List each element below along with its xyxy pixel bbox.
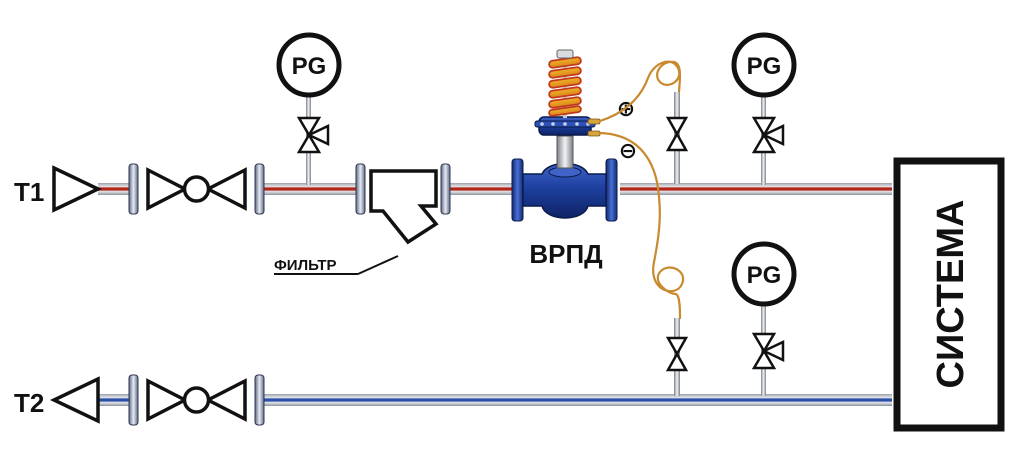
supply-label: T1 bbox=[14, 177, 44, 207]
supply-pipe-seg-1 bbox=[98, 183, 134, 195]
regulator-spring bbox=[548, 56, 582, 117]
gauge-shutoff-valve bbox=[296, 116, 330, 154]
impulse-tube-minus bbox=[598, 131, 685, 320]
system-label: СИСТЕМА bbox=[930, 200, 972, 389]
supply-ball-valve bbox=[128, 163, 265, 215]
gauge-label: PG bbox=[747, 53, 782, 80]
pressure-gauge-supply-2 bbox=[731, 32, 797, 185]
supply-pipe-seg-2 bbox=[262, 183, 362, 195]
supply-pipe-seg-4 bbox=[620, 183, 892, 195]
pressure-gauge-supply-1 bbox=[276, 32, 342, 185]
pressure-gauge-return bbox=[731, 241, 797, 396]
impulse-tube-plus bbox=[598, 60, 682, 123]
return-pipe-seg-1 bbox=[98, 394, 134, 406]
return-ball-valve bbox=[128, 374, 265, 426]
minus-port-label: ⊖ bbox=[619, 138, 637, 163]
supply-line bbox=[98, 183, 892, 195]
supply-pipe-seg-3 bbox=[448, 183, 516, 195]
impulse-tubes bbox=[598, 60, 685, 320]
return-pipe-seg-2 bbox=[262, 394, 892, 406]
return-outlet-arrow bbox=[49, 376, 100, 424]
gauge-label: PG bbox=[747, 262, 782, 289]
return-line bbox=[98, 394, 892, 406]
supply-inlet-arrow bbox=[52, 165, 103, 213]
impulse-tap-return bbox=[665, 318, 689, 396]
gauge-shutoff-valve bbox=[751, 332, 785, 370]
pressure-regulator-valve bbox=[511, 49, 618, 222]
strainer-filter bbox=[274, 163, 451, 275]
gauge-shutoff-valve bbox=[751, 116, 785, 154]
impulse-tap-supply bbox=[665, 92, 689, 184]
return-label: T2 bbox=[14, 388, 44, 418]
system-box bbox=[893, 157, 1005, 432]
filter-label: ФИЛЬТР bbox=[274, 257, 337, 274]
gauge-label: PG bbox=[292, 53, 327, 80]
regulator-label: ВРПД bbox=[529, 239, 603, 269]
